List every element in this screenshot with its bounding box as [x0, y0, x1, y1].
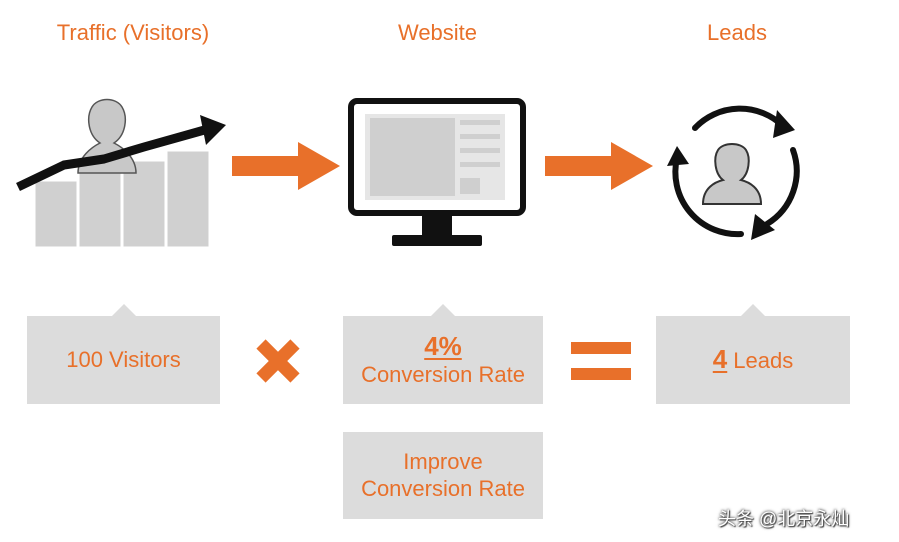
times-icon	[256, 339, 300, 383]
conversion-rate-box: 4% Conversion Rate	[343, 304, 543, 404]
caret-pointer	[741, 304, 765, 316]
monitor-icon	[348, 98, 526, 246]
caret-pointer	[111, 304, 136, 316]
leads-number: 4	[712, 344, 728, 375]
improve-conversion-box: Improve Conversion Rate	[343, 432, 543, 519]
equals-icon	[571, 342, 631, 380]
traffic-chart-icon	[16, 98, 226, 250]
leads-cycle-icon	[667, 105, 800, 240]
heading-website: Website	[397, 20, 478, 45]
visitors-label: 100 Visitors	[66, 346, 181, 372]
conversion-rate-label: Conversion Rate	[361, 362, 525, 388]
heading-traffic: Traffic (Visitors)	[56, 20, 210, 45]
caret-pointer	[431, 304, 455, 316]
conversion-rate-value: 4%	[424, 331, 462, 362]
improve-line-2: Conversion Rate	[361, 475, 525, 501]
visitors-box: 100 Visitors	[27, 304, 220, 404]
leads-label: Leads	[733, 348, 794, 374]
improve-line-1: Improve	[403, 449, 483, 475]
watermark: 头条 @北京永灿	[718, 509, 850, 529]
arrow-right-icon	[232, 142, 340, 190]
leads-box: 4 Leads	[656, 304, 850, 404]
arrow-right-icon	[545, 142, 653, 190]
heading-leads: Leads	[707, 20, 767, 45]
